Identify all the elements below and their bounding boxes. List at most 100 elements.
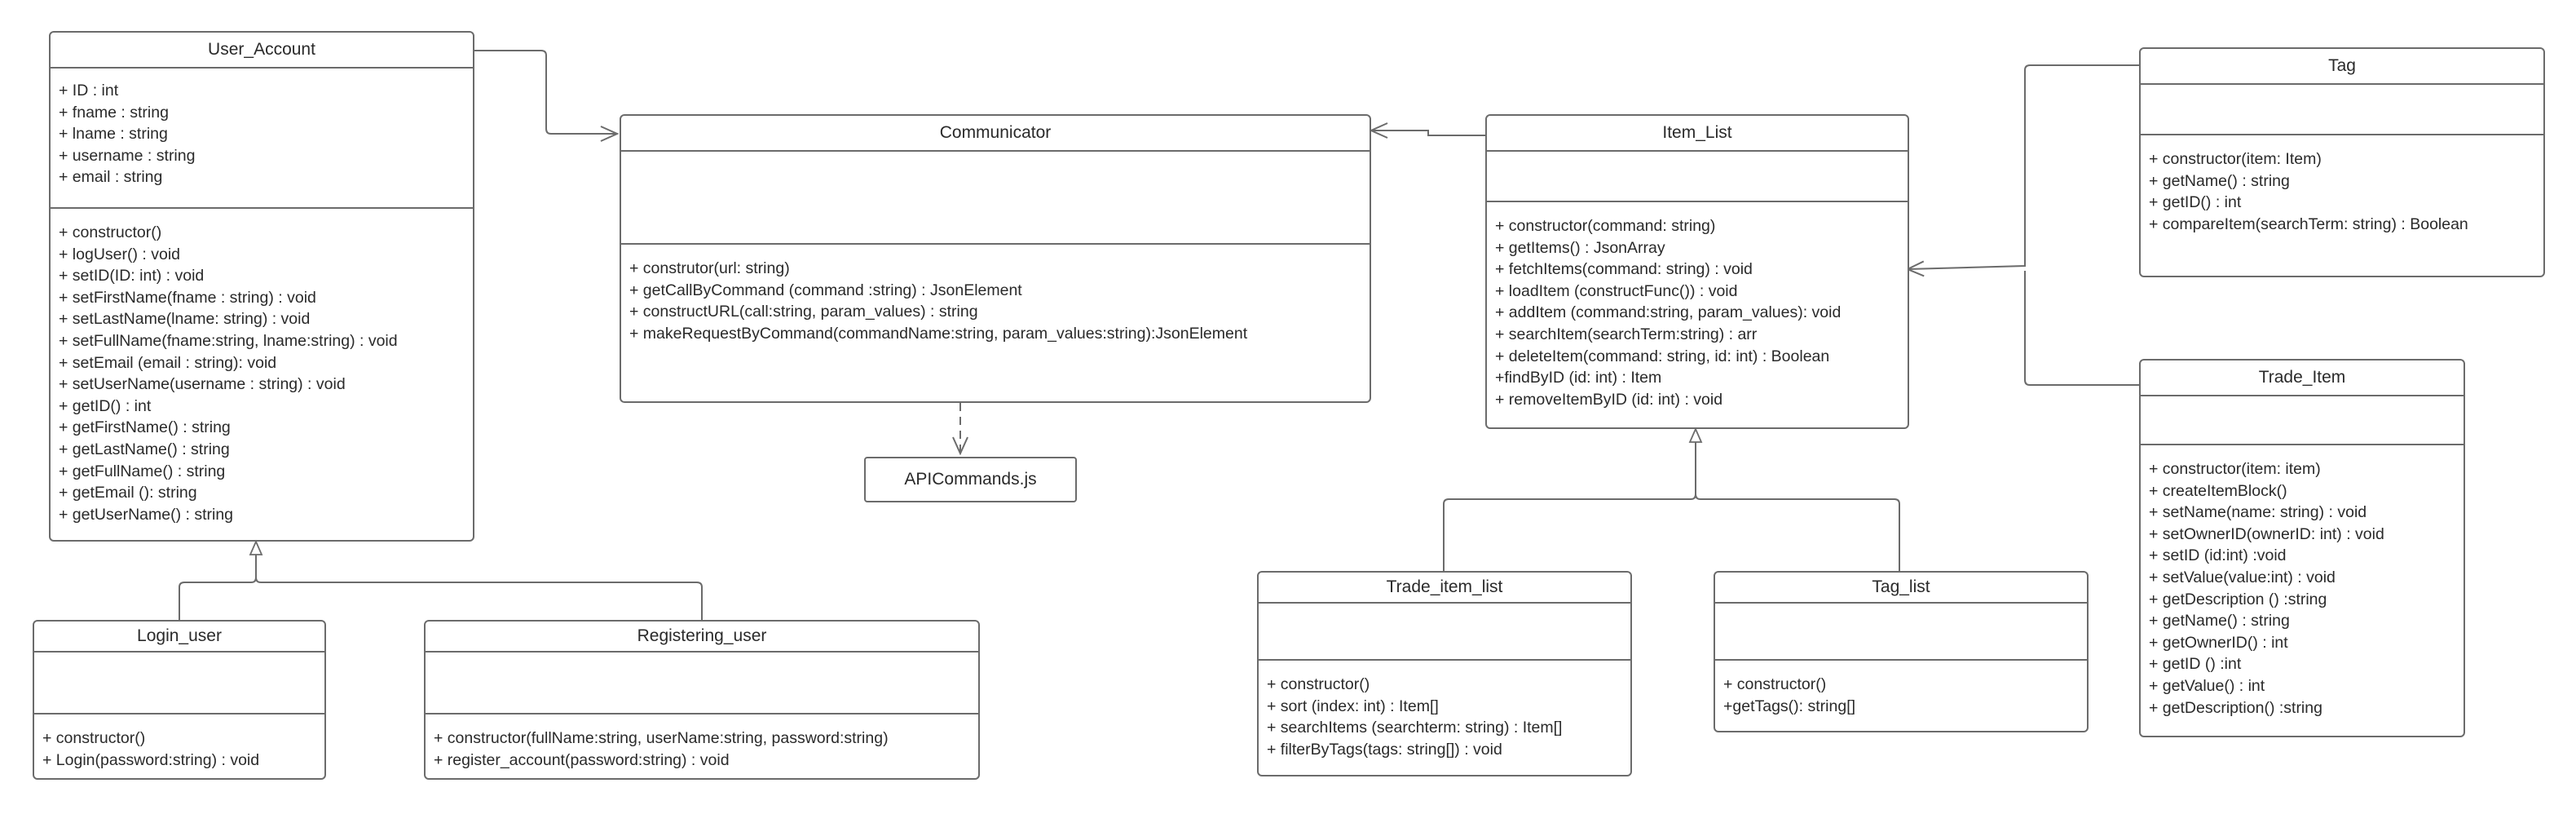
- attributes-compartment: [621, 152, 1370, 245]
- operation: + getFullName() : string: [59, 462, 226, 480]
- attributes-compartment: [426, 653, 978, 714]
- association-tag-item-list: [1908, 64, 2139, 269]
- association-user-account-communicator: [474, 50, 617, 134]
- generalization-tag-list: [1695, 493, 1900, 571]
- operation: + searchItems (searchterm: string) : Ite…: [1267, 719, 1563, 737]
- operation: + getValue() : int: [2149, 676, 2265, 695]
- attribute: + email : string: [59, 168, 163, 187]
- operation: + addItem (command:string, param_values)…: [1495, 303, 1842, 322]
- operation: + setID(ID: int) : void: [59, 267, 205, 285]
- operation: + constructor(): [1723, 675, 1827, 693]
- operation: + setFirstName(fname : string) : void: [59, 288, 316, 307]
- class-tag-list: Tag_list + constructor() +getTags(): strin…: [1714, 571, 2089, 732]
- operation: + register_account(password:string) : vo…: [434, 750, 730, 769]
- operations-compartment: + constructor(item: Item) + getName() : s…: [2141, 135, 2543, 276]
- class-name: Registering_user: [426, 622, 978, 653]
- operation: + setValue(value:int) : void: [2149, 568, 2336, 586]
- operation: + loadItem (constructFunc()) : void: [1495, 281, 1738, 300]
- operation: + createItemBlock(): [2149, 481, 2287, 500]
- operation: + getItems() : JsonArray: [1495, 238, 1665, 257]
- attributes-compartment: [34, 653, 324, 714]
- operation: + fetchItems(command: string) : void: [1495, 260, 1753, 279]
- attributes-compartment: [2141, 396, 2464, 445]
- operation: + getID () :int: [2149, 655, 2242, 674]
- attributes-compartment: [1715, 604, 2087, 661]
- class-communicator: Communicator + construtor(url: string)+ g…: [620, 114, 1371, 403]
- operation: + setEmail (email : string): void: [59, 353, 277, 372]
- operation: + makeRequestByCommand(commandName:strin…: [629, 324, 1248, 343]
- class-name: Communicator: [621, 116, 1370, 152]
- operation: + compareItem(searchTerm: string) : Bool…: [2149, 215, 2468, 233]
- operation: + removeItemByID (id: int) : void: [1495, 390, 1723, 409]
- class-name: Tag_list: [1715, 573, 2087, 604]
- class-login-user: Login_user + constructor() + Login(passwor…: [33, 620, 326, 780]
- operation: + construtor(url: string): [629, 259, 790, 277]
- class-name: Tag: [2141, 49, 2543, 85]
- operation: + constructor(fullName:string, userName:…: [434, 729, 889, 747]
- class-item-list: Item_List+ constructor(command: string)+…: [1485, 114, 1909, 429]
- attributes-compartment: + ID : int + fname : string + lname : stri…: [51, 69, 473, 209]
- operation: + Login(password:string) : void: [42, 750, 260, 769]
- operation: + getName() : string: [2149, 171, 2290, 190]
- operations-compartment: + constructor() + logUser() : void + setID…: [51, 209, 473, 540]
- attribute: + lname : string: [59, 125, 168, 144]
- attribute: + ID : int: [59, 82, 119, 100]
- operation: + getName() : string: [2149, 612, 2290, 630]
- note-label: APICommands.js: [904, 470, 1037, 489]
- class-registering-user: Registering_user + constructor(fullName:s…: [424, 620, 980, 780]
- class-name: Trade_item_list: [1259, 573, 1630, 604]
- operation: + getID() : int: [59, 396, 152, 415]
- class-trade-item-list: Trade_item_list + constructor()+ sort (in…: [1257, 571, 1632, 776]
- class-tag: Tag + constructor(item: Item) + getName() …: [2139, 47, 2545, 277]
- class-name: Item_List: [1487, 116, 1908, 152]
- operation: + searchItem(searchTerm:string) : arr: [1495, 325, 1758, 343]
- attributes-compartment: [2141, 85, 2543, 135]
- operation: + getEmail (): string: [59, 484, 197, 502]
- attributes-compartment: [1259, 604, 1630, 661]
- generalization-trade-item-list: [1443, 429, 1696, 571]
- operation: + logUser() : void: [59, 245, 181, 263]
- operation: + constructor(command: string): [1495, 217, 1716, 235]
- operation: + getFirstName() : string: [59, 418, 231, 437]
- operation: + constructor(): [42, 729, 146, 747]
- operation: + setID (id:int) :void: [2149, 546, 2287, 565]
- operation: +getTags(): string[]: [1723, 697, 1856, 715]
- class-name: User_Account: [51, 33, 473, 69]
- operation: + setLastName(lname: string) : void: [59, 310, 311, 329]
- operation: + getDescription () :string: [2149, 590, 2327, 608]
- operation: + setOwnerID(ownerID: int) : void: [2149, 524, 2384, 543]
- operation: + setUserName(username : string) : void: [59, 375, 346, 394]
- class-user-account: User_Account+ ID : int+ fname : string+ …: [49, 31, 474, 542]
- operation: + getOwnerID() : int: [2149, 633, 2288, 652]
- operations-compartment: + constructor() + Login(password:string) …: [34, 714, 324, 778]
- class-name: Trade_Item: [2141, 361, 2464, 396]
- operation: + setFullName(fname:string, lname:string…: [59, 331, 398, 350]
- operation: + deleteItem(command: string, id: int) :…: [1495, 347, 1830, 365]
- operations-compartment: + constructor(command: string) + getItems…: [1487, 202, 1908, 427]
- operation: + setName(name: string) : void: [2149, 503, 2367, 522]
- operation: + constructor(): [59, 223, 162, 241]
- generalization-login-user: [179, 542, 256, 620]
- operation: + constructor(item: Item): [2149, 150, 2322, 168]
- class-name: Login_user: [34, 622, 324, 653]
- apicommands-note: APICommands.js: [864, 457, 1077, 502]
- operation: + getLastName() : string: [59, 440, 230, 458]
- attribute: + fname : string: [59, 103, 169, 122]
- operations-compartment: + construtor(url: string)+ getCallByComm…: [621, 245, 1370, 401]
- association-trade-item-item-list: [2024, 271, 2139, 386]
- operation: +findByID (id: int) : Item: [1495, 369, 1662, 387]
- operation: + constructor(item: item): [2149, 460, 2321, 478]
- generalization-registering-user: [255, 577, 703, 620]
- operation: + constructor(): [1267, 675, 1370, 693]
- operation: + getUserName() : string: [59, 505, 234, 524]
- operation: + getID() : int: [2149, 193, 2242, 212]
- operations-compartment: + constructor() +getTags(): string[]: [1715, 661, 2087, 731]
- attributes-compartment: [1487, 152, 1908, 202]
- operation: + getDescription() :string: [2149, 698, 2322, 717]
- operations-compartment: + constructor(fullName:string, userName:…: [426, 714, 978, 778]
- operations-compartment: + constructor(item: item) + createItemBlo…: [2141, 445, 2464, 736]
- class-trade-item: Trade_Item + constructor(item: item) + cre…: [2139, 359, 2465, 737]
- operations-compartment: + constructor()+ sort (index: int) : Ite…: [1259, 661, 1630, 775]
- operation: + filterByTags(tags: string[]) : void: [1267, 740, 1502, 759]
